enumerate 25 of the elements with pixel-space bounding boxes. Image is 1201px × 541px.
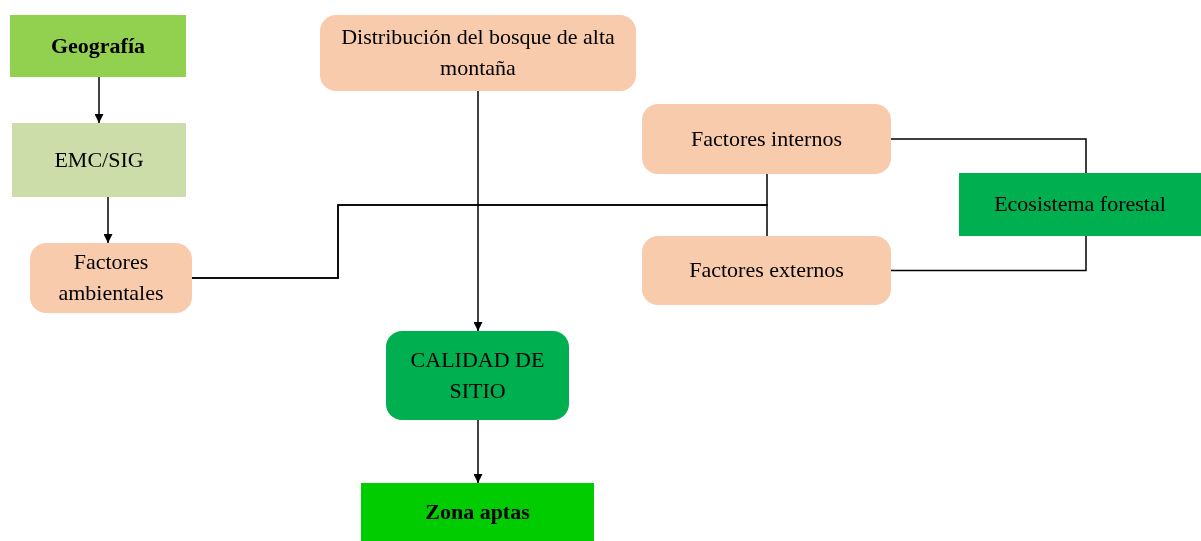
process-box (10, 15, 186, 77)
process-box (959, 173, 1201, 236)
node-label: Factores internos (691, 124, 842, 153)
process-box (12, 123, 186, 197)
node-label: Zona aptas (425, 497, 530, 526)
connector-line (191, 204, 768, 279)
node-label: Ecosistema forestal (994, 190, 1166, 219)
connector-line (890, 235, 1087, 272)
arrow (103, 196, 113, 244)
arrow (94, 76, 104, 124)
rounded-box (642, 104, 891, 174)
node-label: EMC/SIG (54, 145, 144, 174)
node-label: Factores ambientales (57, 248, 165, 307)
node-label: Factores externos (689, 256, 844, 285)
arrow (473, 419, 483, 484)
connector-line (890, 138, 1087, 174)
node-label: Distribución del bosque de alta montaña (340, 23, 616, 82)
process-box (361, 483, 594, 541)
node-label: Geografía (50, 31, 146, 60)
arrow (473, 90, 483, 332)
node-label: CALIDAD DE SITIO (409, 345, 546, 405)
rounded-box (320, 15, 636, 91)
rounded-box (386, 331, 569, 420)
rounded-box (642, 236, 891, 305)
rounded-box (30, 243, 192, 313)
